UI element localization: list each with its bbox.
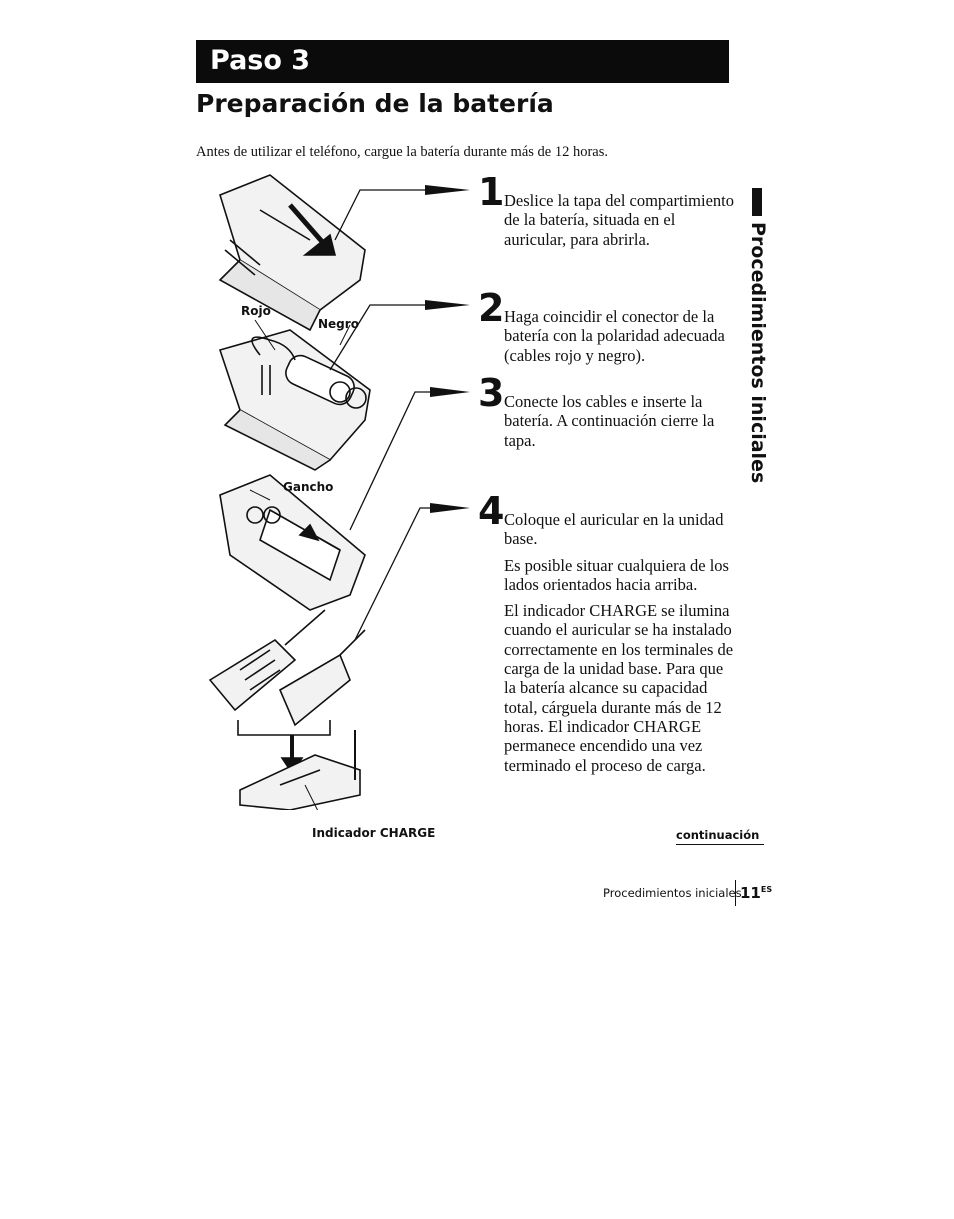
step-label: Paso 3: [210, 45, 311, 76]
step-header-bar: Paso 3: [196, 40, 729, 83]
footer-divider: [735, 880, 736, 906]
continued-label: continuación: [676, 828, 760, 842]
step-1-text: Deslice la tapa del compartimiento de la…: [504, 191, 734, 256]
page-number-suffix: ES: [760, 885, 773, 894]
step-1-paragraph: Deslice la tapa del compartimiento de la…: [504, 191, 734, 249]
handset-close-cover-drawing: [219, 474, 366, 611]
step-2-text: Haga coincidir el conector de la batería…: [504, 307, 734, 372]
step-2-paragraph: Haga coincidir el conector de la batería…: [504, 307, 725, 365]
label-indicador-charge: Indicador CHARGE: [312, 826, 436, 840]
side-tab-text: Procedimientos iniciales: [747, 222, 769, 484]
intro-text: Antes de utilizar el teléfono, cargue la…: [196, 144, 609, 160]
footer-section: Procedimientos iniciales: [603, 886, 742, 900]
leader-lines: [329, 185, 470, 641]
base-unit-drawing: [239, 730, 361, 810]
page-title: Preparación de la batería: [196, 89, 554, 118]
handset-open-cover-drawing: [218, 174, 366, 332]
continued-underline: [676, 844, 764, 845]
page-number-value: 11: [740, 884, 761, 902]
step-3-paragraph: Conecte los cables e inserte la batería.…: [504, 392, 715, 450]
step-4-paragraph-1: Coloque el auricular en la unidad base.: [504, 510, 724, 549]
label-negro: Negro: [318, 317, 359, 331]
side-tab-marker: [752, 188, 762, 216]
step-4-paragraph-2: Es posible situar cualquiera de los lado…: [504, 555, 729, 594]
step-4-number: 4: [478, 489, 505, 533]
step-4-paragraph-3: El indicador CHARGE se ilumina cuando el…: [504, 601, 734, 775]
handset-battery-drawing: [218, 329, 371, 471]
step-4-text: Coloque el auricular en la unidad base. …: [504, 510, 734, 782]
label-rojo: Rojo: [241, 304, 271, 318]
step-3-text: Conecte los cables e inserte la batería.…: [504, 392, 734, 457]
step-3-number: 3: [478, 371, 505, 415]
page-number: 11ES: [740, 884, 772, 902]
side-tab: Procedimientos iniciales: [743, 190, 773, 483]
step-2-number: 2: [478, 286, 505, 330]
handsets-drawing: [208, 609, 366, 727]
battery-illustration: [208, 174, 371, 810]
label-gancho: Gancho: [283, 480, 334, 494]
step-1-number: 1: [478, 170, 505, 214]
